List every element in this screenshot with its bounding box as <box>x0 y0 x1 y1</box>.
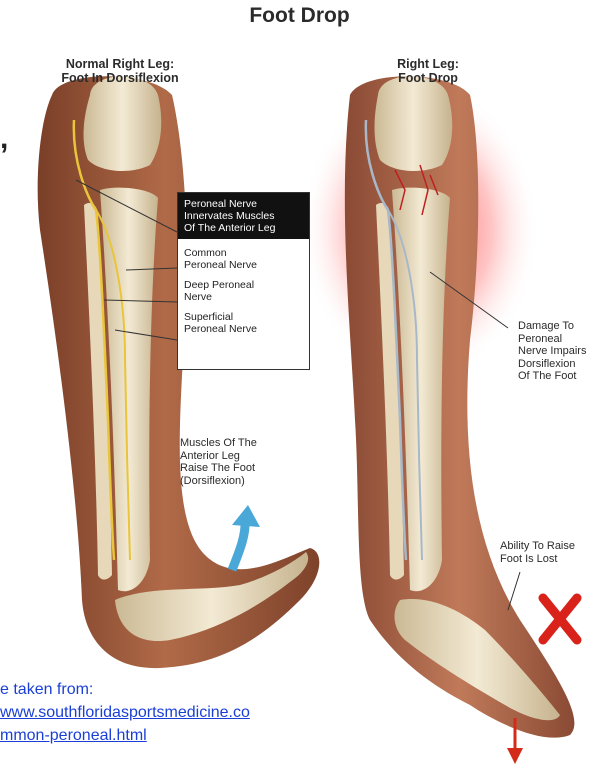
left-knee-bone <box>84 76 162 171</box>
left-leg <box>38 76 320 668</box>
label-deep-peroneal-nerve: Deep Peroneal Nerve <box>178 279 309 303</box>
page-title: Foot Drop <box>0 4 599 28</box>
box-heading-line: Peroneal Nerve <box>184 198 303 210</box>
dorsiflexion-arrow <box>232 505 260 570</box>
muscles-label-line: Anterior Leg <box>180 450 257 463</box>
left-heading-line2: Foot In Dorsiflexion <box>40 71 200 85</box>
label-superficial-peroneal-nerve: Superficial Peroneal Nerve <box>178 311 309 335</box>
damage-label: Damage To Peroneal Nerve Impairs Dorsifl… <box>518 320 586 383</box>
ability-label-line: Foot Is Lost <box>500 553 575 566</box>
box-item-line: Peroneal Nerve <box>184 259 303 271</box>
credit-link-cont[interactable]: mmon-peroneal.html <box>0 726 147 746</box>
damage-label-line: Peroneal <box>518 333 586 346</box>
box-item-line: Nerve <box>184 291 303 303</box>
x-mark-icon <box>543 598 577 640</box>
right-heading-line2: Foot Drop <box>368 71 488 85</box>
box-item-line: Peroneal Nerve <box>184 323 303 335</box>
ability-label: Ability To Raise Foot Is Lost <box>500 540 575 565</box>
ability-label-line: Ability To Raise <box>500 540 575 553</box>
credit-link-text-cont[interactable]: mmon-peroneal.html <box>0 727 147 744</box>
credit-link[interactable]: www.southfloridasportsmedicine.co <box>0 703 250 723</box>
muscles-label-line: (Dorsiflexion) <box>180 475 257 488</box>
nerve-info-box-heading: Peroneal Nerve Innervates Muscles Of The… <box>178 193 309 239</box>
left-heading-line1: Normal Right Leg: <box>40 57 200 71</box>
muscles-label: Muscles Of The Anterior Leg Raise The Fo… <box>180 437 257 487</box>
credit-link-text[interactable]: www.southfloridasportsmedicine.co <box>0 704 250 721</box>
damage-label-line: Nerve Impairs <box>518 345 586 358</box>
box-heading-line: Innervates Muscles <box>184 210 303 222</box>
right-heading-line1: Right Leg: <box>368 57 488 71</box>
box-item-line: Common <box>184 247 303 259</box>
muscles-label-line: Raise The Foot <box>180 462 257 475</box>
damage-label-line: Damage To <box>518 320 586 333</box>
left-panel-heading: Normal Right Leg: Foot In Dorsiflexion <box>40 57 200 85</box>
right-panel-heading: Right Leg: Foot Drop <box>368 57 488 85</box>
right-knee-bone <box>375 76 453 171</box>
damage-label-line: Dorsiflexion <box>518 358 586 371</box>
label-common-peroneal-nerve: Common Peroneal Nerve <box>178 247 309 271</box>
damage-label-line: Of The Foot <box>518 370 586 383</box>
box-item-line: Superficial <box>184 311 303 323</box>
nerve-info-box: Peroneal Nerve Innervates Muscles Of The… <box>177 192 310 370</box>
box-item-line: Deep Peroneal <box>184 279 303 291</box>
partial-edge-glyph: , <box>0 122 8 155</box>
credit-line-1: e taken from: <box>0 680 93 700</box>
muscles-label-line: Muscles Of The <box>180 437 257 450</box>
box-heading-line: Of The Anterior Leg <box>184 222 303 234</box>
